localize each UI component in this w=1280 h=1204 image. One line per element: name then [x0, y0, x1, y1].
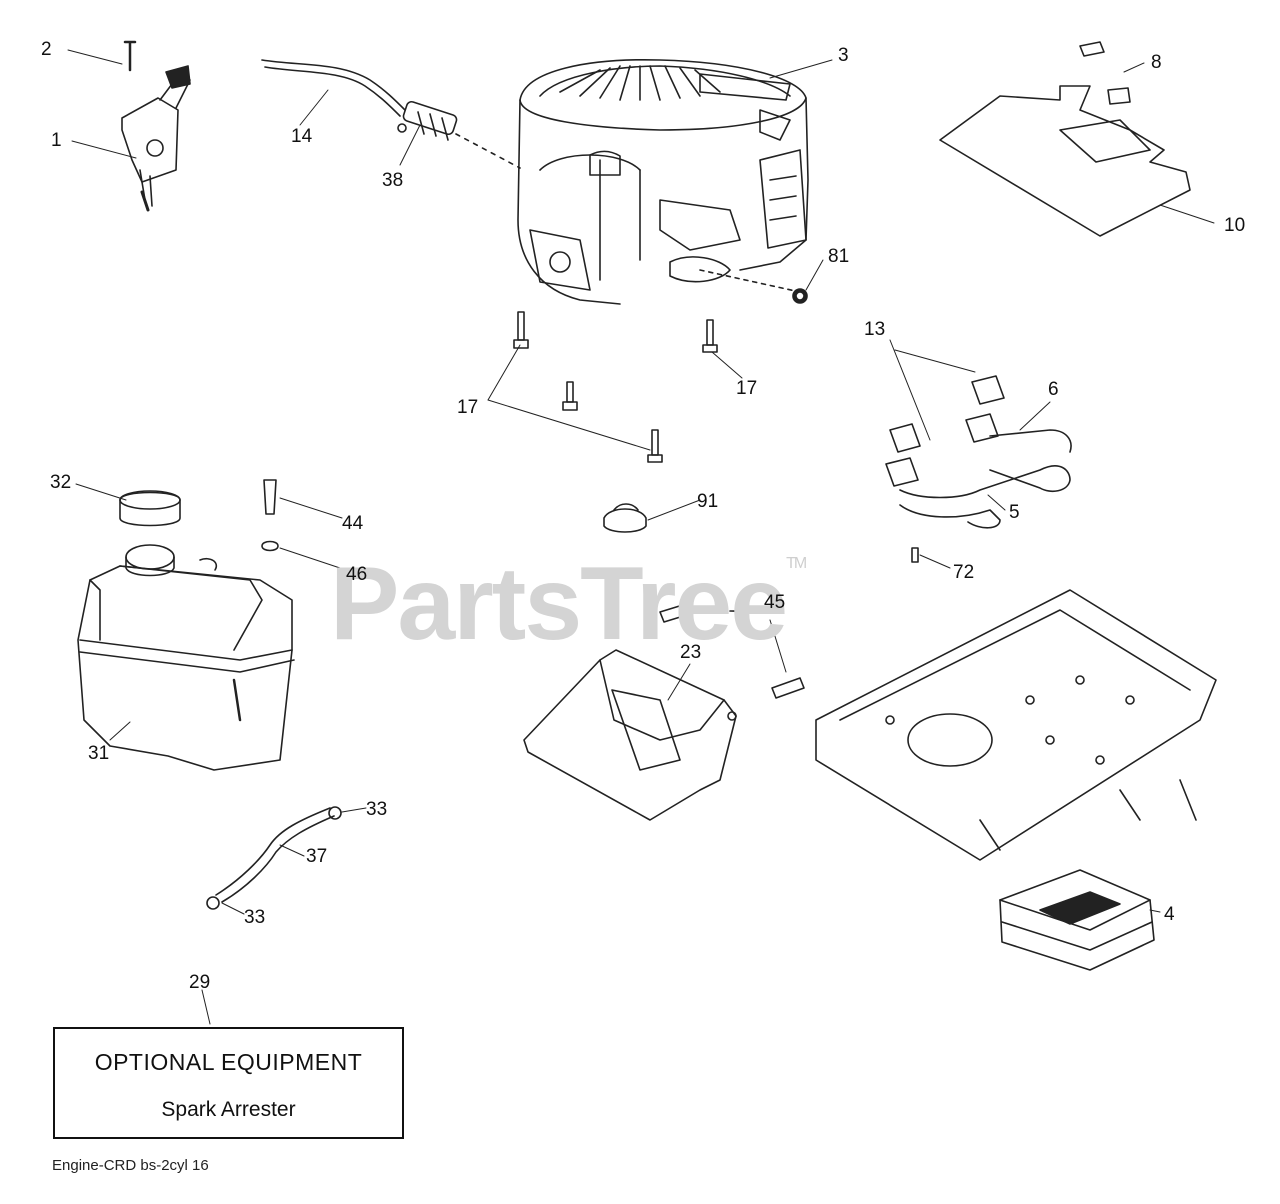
callout-45: 45: [764, 592, 786, 613]
callout-6: 6: [1048, 379, 1059, 400]
callout-23: 23: [680, 642, 702, 663]
optional-equipment-title: OPTIONAL EQUIPMENT: [94, 1049, 363, 1075]
mounting-bracket-part: [523, 603, 805, 821]
watermark-text: PartsTree: [330, 546, 788, 662]
engine-part: [517, 58, 809, 305]
grommet-part: [603, 503, 647, 533]
fuel-line-part: [261, 59, 521, 169]
fuel-hose-part: [206, 806, 342, 910]
heat-shield-part: [939, 41, 1191, 237]
exhaust-manifold-part: [885, 375, 1072, 563]
engine-bolts-part: [513, 311, 718, 463]
callout-1: 1: [51, 130, 62, 151]
engine-base-part: [815, 589, 1217, 861]
throttle-control-part: [121, 40, 191, 212]
callout-37: 37: [306, 846, 328, 867]
leader-lines: [67, 49, 1215, 1025]
callout-17-right: 17: [736, 378, 758, 399]
diagram-code: Engine-CRD bs-2cyl 16: [52, 1157, 209, 1174]
optional-equipment-item: Spark Arrester: [161, 1098, 296, 1121]
callout-32: 32: [50, 472, 72, 493]
optional-equipment-box: OPTIONAL EQUIPMENT Spark Arrester: [53, 1027, 404, 1139]
callout-81: 81: [828, 246, 850, 267]
callout-5: 5: [1009, 502, 1020, 523]
callout-13: 13: [864, 319, 886, 340]
callout-31: 31: [88, 743, 110, 764]
callout-10: 10: [1224, 215, 1246, 236]
callout-17-left: 17: [457, 397, 479, 418]
callout-4: 4: [1164, 904, 1175, 925]
callout-44: 44: [342, 513, 364, 534]
callout-2: 2: [41, 39, 52, 60]
callout-38: 38: [382, 170, 404, 191]
plug-part: [795, 291, 805, 301]
callout-3: 3: [838, 45, 849, 66]
muffler-part: [999, 869, 1155, 971]
watermark-logo: PartsTreeTM: [330, 545, 807, 664]
trademark-symbol: TM: [786, 555, 807, 572]
callout-33-bottom: 33: [244, 907, 266, 928]
callout-33-top: 33: [366, 799, 388, 820]
callout-72: 72: [953, 562, 975, 583]
callout-14: 14: [291, 126, 313, 147]
fuel-tank-part: [77, 479, 295, 771]
callout-91: 91: [697, 491, 719, 512]
callout-29: 29: [189, 972, 211, 993]
callout-46: 46: [346, 564, 368, 585]
callout-8: 8: [1151, 52, 1162, 73]
